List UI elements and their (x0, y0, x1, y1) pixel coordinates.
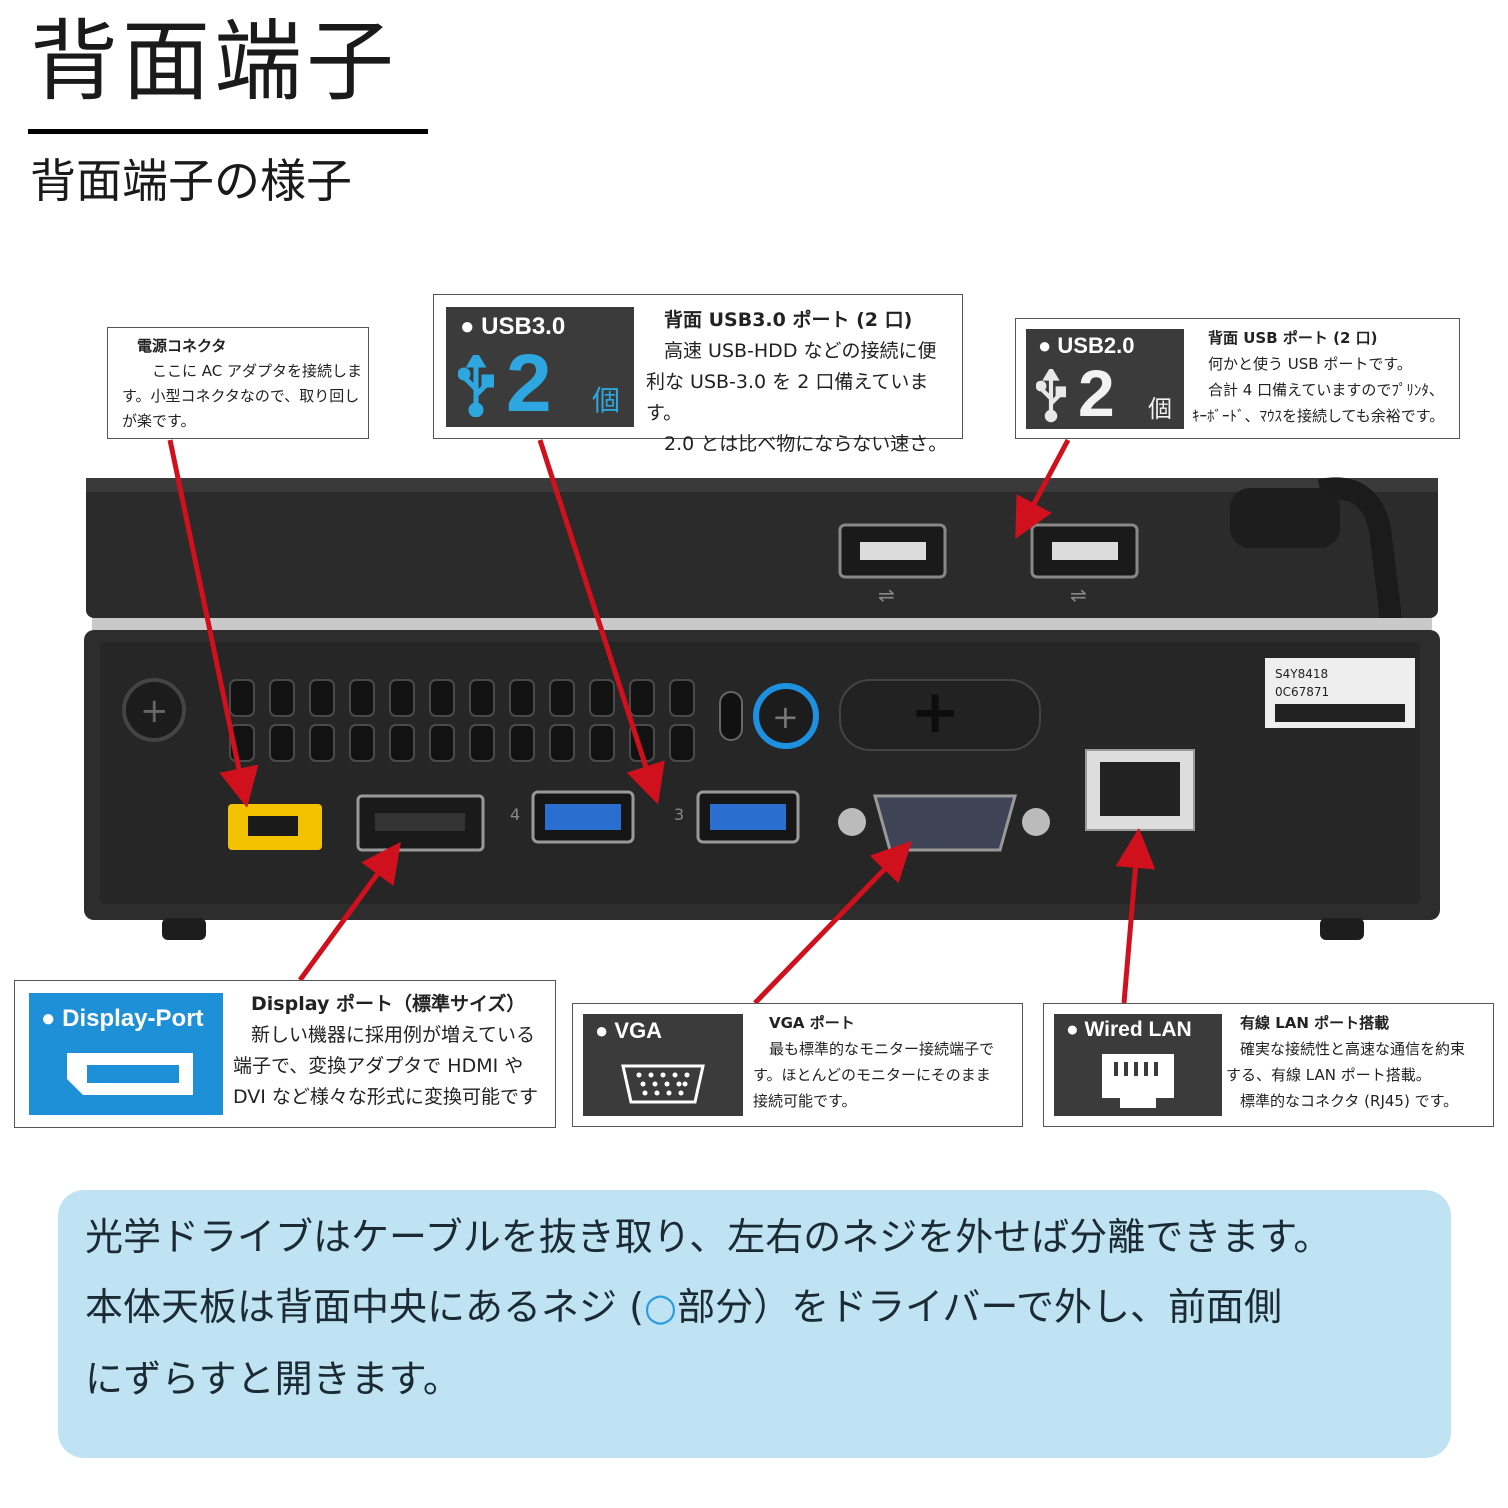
pc-rear-panel-illustration: ⇌ ⇌ + + + 4 3 (84, 477, 1440, 940)
vga-line-3: 接続可能です。 (753, 1092, 857, 1110)
arrow-vga (753, 840, 912, 1005)
arrow-usb2 (1015, 438, 1071, 539)
circle-mark-icon: ○ (643, 1285, 678, 1329)
vga-chip: ● VGA (583, 1014, 743, 1116)
callout-vga: ● VGA VGA ポート 最も標準的なモニター接続端子で す。ほとんどのモニタ… (572, 1003, 1023, 1127)
note-line-1: 光学ドライブはケーブルを抜き取り、左右のネジを外せば分離できます。 (85, 1215, 1332, 1259)
callout-usb3: ● USB3.0 2 個 背面 USB3.0 ポート (2 口) 高速 USB-… (433, 294, 963, 455)
ethernet-icon (1102, 1054, 1174, 1108)
usb3-line-3: 2.0 とは比べ物にならない速さ。 (664, 433, 948, 455)
displayport-heading: Display ポート（標準サイズ） (251, 993, 526, 1015)
note-line-2-post: 部分）をドライバーで外し、前面側 (677, 1285, 1283, 1329)
callout-usb2: ● USB2.0 2 個 背面 USB ポート (2 口) 何かと使う USB … (1015, 318, 1460, 439)
barcode-label: S4Y8418 0C67871 (1265, 658, 1415, 728)
usb3-line-2: 利な USB-3.0 を 2 口備えています。 (646, 371, 929, 424)
power-line-1: ここに AC アダプタを接続しま (152, 362, 363, 380)
displayport-line-1: 新しい機器に採用例が増えている (251, 1024, 536, 1046)
lan-port-illustration (1085, 749, 1195, 831)
usb-icon (458, 355, 494, 417)
svg-text:+: + (910, 677, 960, 747)
info-note (58, 1190, 1451, 1458)
usb2-heading: 背面 USB ポート (2 口) (1208, 329, 1378, 347)
callout-power: 電源コネクタ ここに AC アダプタを接続しま す。小型コネクタなので、取り回し… (107, 327, 369, 439)
usb2-count: 2 (1078, 356, 1115, 430)
displayport-line-3: DVI など様々な形式に変換可能です (233, 1086, 538, 1108)
usb2-line-2: 合計 4 口備えていますのでﾌﾟﾘﾝﾀ、 (1208, 381, 1444, 399)
power-port-illustration (228, 804, 322, 850)
note-line-3: にずらすと開きます。 (85, 1357, 461, 1401)
lan-line-3: 標準的なコネクタ (RJ45) です。 (1240, 1092, 1459, 1110)
arrow-displayport (297, 841, 401, 982)
usb2-line-3: ｷｰﾎﾞｰﾄﾞ、ﾏｳｽを接続しても余裕です。 (1192, 407, 1445, 425)
svg-text:+: + (772, 698, 799, 736)
svg-text:⇌: ⇌ (1070, 583, 1087, 607)
vga-line-1: 最も標準的なモニター接続端子で (769, 1040, 995, 1058)
displayport-chip: ● Display-Port (29, 993, 223, 1115)
lan-chip-label: ● Wired LAN (1066, 1018, 1192, 1041)
usb2-port-right-illustration (1030, 523, 1139, 579)
usb2-line-1: 何かと使う USB ポートです。 (1208, 355, 1412, 373)
displayport-chip-label: ● Display-Port (41, 1005, 204, 1032)
title-underline (28, 129, 428, 134)
usb3-port-left-illustration (531, 790, 635, 844)
displayport-line-2: 端子で、変換アダプタで HDMI や (233, 1055, 524, 1077)
lan-line-1: 確実な接続性と高速な通信を約束 (1240, 1040, 1466, 1058)
vga-chip-label: ● VGA (595, 1018, 663, 1043)
arrow-lan (1115, 828, 1156, 1004)
svg-text:+: + (140, 691, 169, 731)
vga-icon (621, 1064, 705, 1104)
vga-heading: VGA ポート (769, 1014, 855, 1032)
svg-text:3: 3 (674, 805, 684, 824)
power-heading: 電源コネクタ (137, 337, 227, 355)
usb-icon (1036, 369, 1066, 423)
svg-text:S4Y8418: S4Y8418 (1275, 667, 1328, 681)
lan-chip: ● Wired LAN (1054, 1014, 1222, 1116)
arrow-power (167, 439, 259, 808)
usb3-count: 2 (506, 338, 552, 429)
usb3-unit: 個 (592, 384, 621, 417)
usb3-line-1: 高速 USB-HDD などの接続に便 (664, 340, 937, 362)
lan-heading: 有線 LAN ポート搭載 (1240, 1014, 1390, 1032)
usb3-heading: 背面 USB3.0 ポート (2 口) (664, 309, 913, 331)
power-line-2: す。小型コネクタなので、取り回し (122, 387, 360, 405)
usb3-port-right-illustration (696, 790, 800, 844)
lan-line-2: する、有線 LAN ポート搭載。 (1226, 1066, 1431, 1084)
displayport-icon (67, 1053, 193, 1095)
vga-line-2: す。ほとんどのモニターにそのまま (753, 1066, 991, 1084)
usb3-chip-label: ● USB3.0 (460, 313, 566, 340)
svg-text:4: 4 (510, 805, 520, 824)
usb2-port-left-illustration (838, 523, 947, 579)
vga-port-illustration (838, 794, 1050, 852)
usb2-unit: 個 (1148, 395, 1172, 423)
note-line-2: 本体天板は背面中央にあるネジ (○部分）をドライバーで外し、前面側 (85, 1276, 1282, 1331)
note-line-2-pre: 本体天板は背面中央にあるネジ ( (85, 1285, 644, 1329)
usb2-chip-label: ● USB2.0 (1038, 333, 1135, 358)
displayport-illustration (356, 794, 485, 852)
callout-lan: ● Wired LAN 有線 LAN ポート搭載 確実な接続性と高速な通信を約束… (1043, 1003, 1494, 1127)
arrow-usb3 (537, 439, 665, 805)
usb2-chip: ● USB2.0 2 個 (1026, 329, 1184, 430)
svg-text:0C67871: 0C67871 (1275, 685, 1329, 699)
page-title: 背面端子 (30, 10, 399, 113)
svg-text:⇌: ⇌ (878, 583, 895, 607)
callout-displayport: ● Display-Port Display ポート（標準サイズ） 新しい機器に… (14, 980, 556, 1128)
usb3-chip: ● USB3.0 2 個 (446, 307, 634, 429)
page-subtitle: 背面端子の様子 (30, 154, 352, 208)
power-line-3: が楽です。 (122, 412, 196, 430)
